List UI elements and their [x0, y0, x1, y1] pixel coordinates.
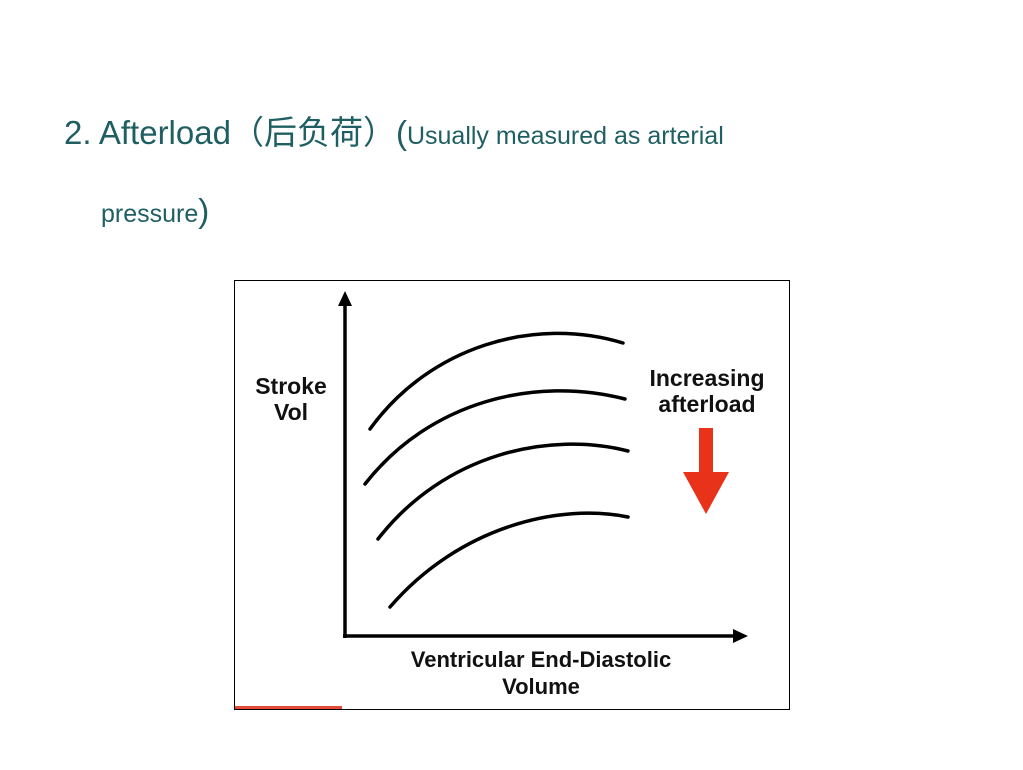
slide-title-line2: pressure) — [101, 192, 209, 230]
down-arrow-icon — [683, 428, 729, 514]
y-axis-label: Stroke Vol — [241, 373, 341, 425]
afterload-diagram: Stroke Vol Increasing afterload Ventricu… — [234, 280, 790, 710]
title-close-paren: ) — [198, 192, 210, 229]
curve-1 — [368, 331, 625, 431]
annotation-line2: afterload — [658, 391, 756, 417]
x-axis-label-line1: Ventricular End-Diastolic — [410, 647, 672, 672]
title-note-line1: Usually measured as arterial — [406, 122, 724, 150]
title-main: 2. Afterload（后负荷） — [64, 114, 396, 151]
title-open-paren: ( — [395, 114, 407, 151]
curve-3 — [376, 442, 630, 541]
curve-4 — [388, 511, 630, 609]
y-axis-label-line2: Vol — [273, 399, 309, 425]
down-arrow-shaft — [699, 428, 713, 474]
curve-2 — [363, 389, 627, 486]
accent-underline — [235, 706, 342, 709]
diagram-canvas — [338, 291, 748, 643]
slide-title: 2. Afterload（后负荷）(Usually measured as ar… — [64, 106, 724, 154]
down-arrow-head — [683, 472, 729, 514]
x-axis-arrowhead — [733, 629, 748, 643]
y-axis-arrowhead — [338, 291, 352, 306]
title-note-line2: pressure — [101, 200, 199, 228]
y-axis-label-line1: Stroke — [255, 373, 327, 399]
afterload-annotation: Increasing afterload — [627, 365, 787, 417]
x-axis-label-line2: Volume — [502, 674, 580, 699]
annotation-line1: Increasing — [649, 365, 765, 391]
x-axis-label: Ventricular End-Diastolic Volume — [341, 646, 741, 700]
